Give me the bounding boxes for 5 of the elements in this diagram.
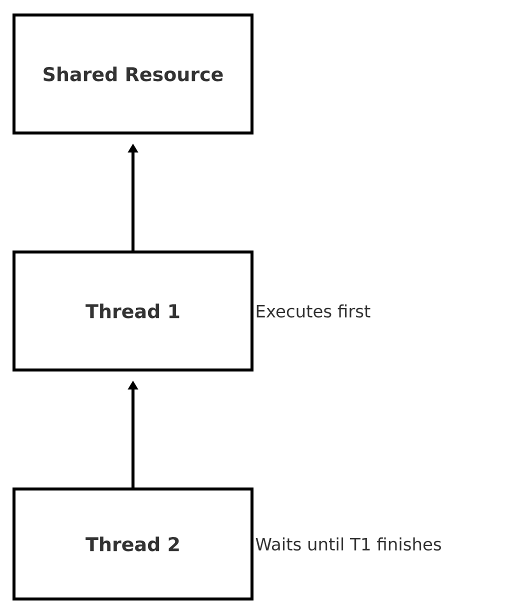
annotation-text: Waits until T1 finishes (256, 537, 441, 551)
annotation-text: Executes first (256, 304, 370, 318)
process-box: Thread 1 (12, 250, 254, 372)
process-box: Thread 2 (12, 488, 254, 600)
process-box: Shared Resource (12, 14, 254, 134)
